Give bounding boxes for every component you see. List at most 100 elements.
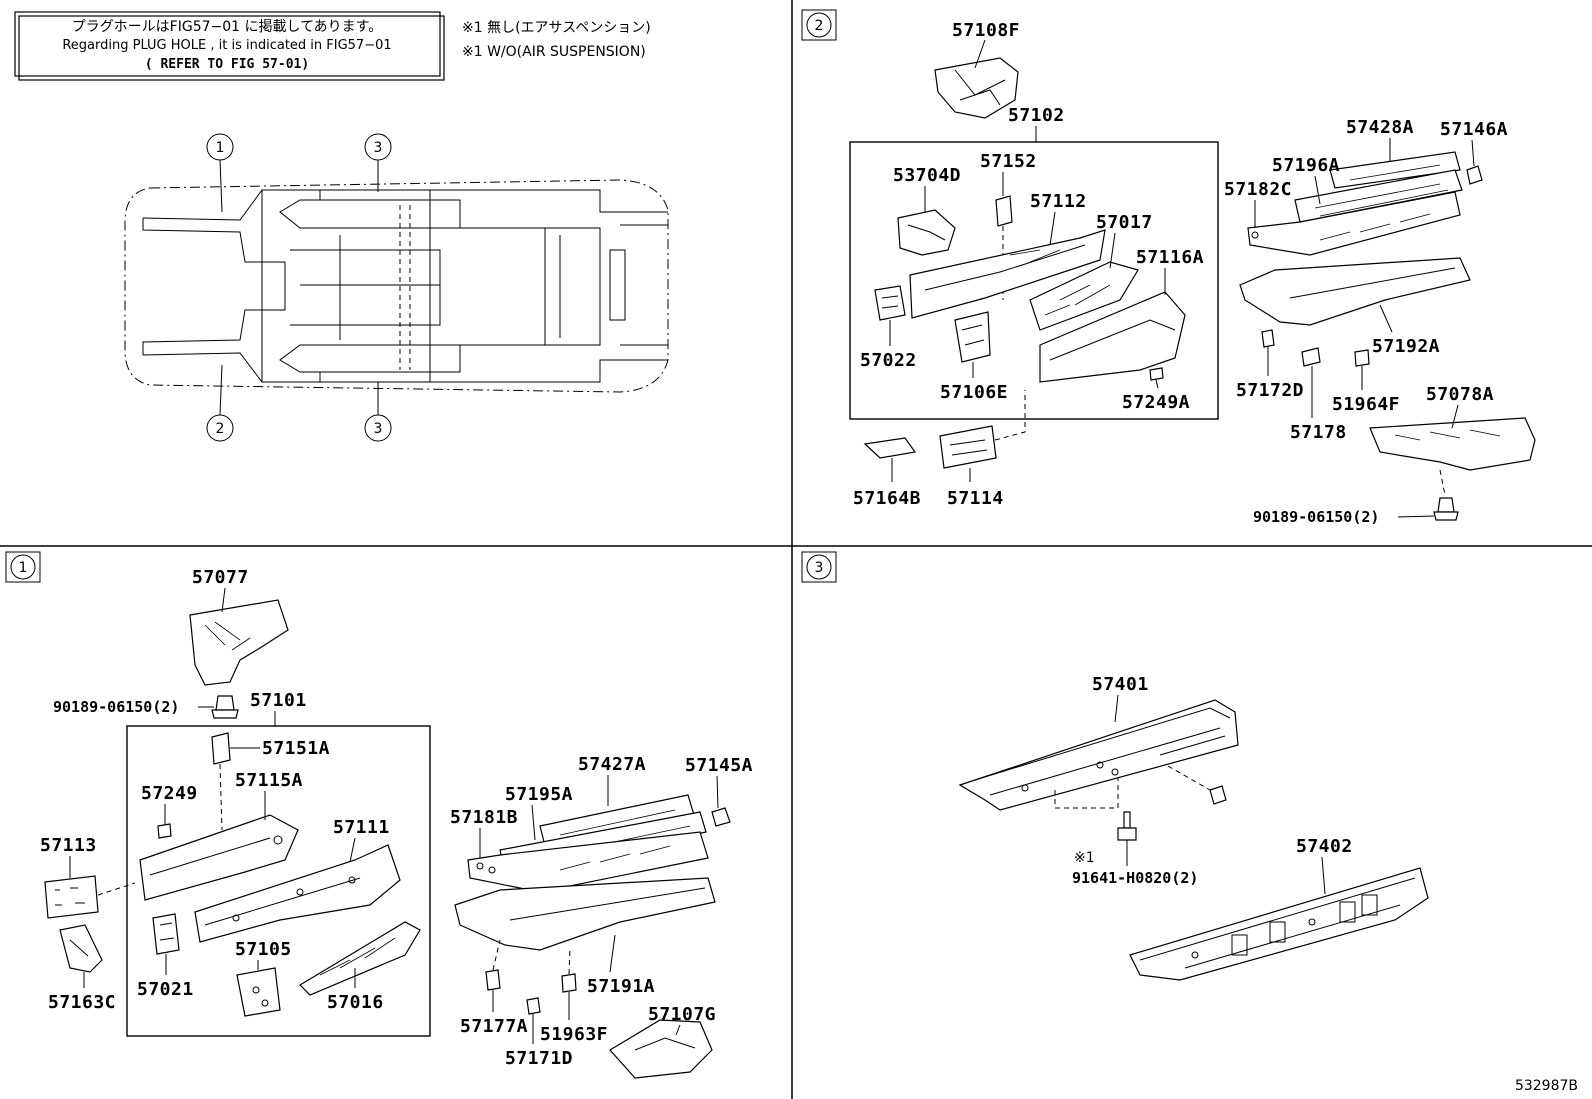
part-57181b-shape [467,831,709,893]
part-57428a: 57428A [1346,117,1414,138]
part-57016: 57016 [327,992,384,1013]
part-57078a: 57078A [1426,384,1494,405]
part-57105-shape [236,967,281,1017]
svg-text:2: 2 [216,421,225,437]
part-57164b: 57164B [853,488,921,509]
part-57145a: 57145A [685,755,753,776]
part-57182c: 57182C [1224,179,1292,200]
svg-text:3: 3 [815,560,824,576]
clip-57401-shape [1209,785,1227,805]
part-57077: 57077 [192,567,249,588]
svg-text:1: 1 [216,140,225,156]
part-57106e: 57106E [940,382,1008,403]
part-57151a: 57151A [262,738,330,759]
part-51963f: 51963F [540,1024,608,1045]
wo-air-suspension-note-jp: ※1 無し(エアサスペンション) [462,20,651,36]
part-57192a: 57192A [1372,336,1440,357]
part-57249: 57249 [141,783,198,804]
part-57017-shape [1029,261,1139,331]
overview-callout-2-bottom: 2 [206,364,234,442]
overview-callout-1-top: 1 [206,133,234,213]
section-2-label: 2 [801,9,837,41]
vehicle-underbody-overview [124,179,669,393]
overview-callout-3-top: 3 [364,133,392,192]
part-57105: 57105 [235,939,292,960]
wo-air-suspension-note-en: ※1 W/O(AIR SUSPENSION) [462,44,646,60]
part-57177a: 57177A [460,1016,528,1037]
part-57017: 57017 [1096,212,1153,233]
part-51963f-shape [561,947,577,993]
part-53704d: 53704D [893,165,961,186]
part-57102: 57102 [1008,105,1065,126]
svg-text:3: 3 [374,421,383,437]
part-57112: 57112 [1030,191,1087,212]
section-1-label: 1 [5,551,41,583]
part-57111-shape [194,844,401,943]
part-57021-shape [152,913,180,955]
part-57111: 57111 [333,817,390,838]
part-57115a-shape [139,814,299,901]
part-57145a-shape [711,807,731,827]
part-57163c-shape [59,924,103,973]
part-57151a-shape [211,732,231,831]
part-57116a-shape [1039,291,1186,383]
part-57196a: 57196A [1272,155,1340,176]
part-57402-shape [1129,867,1429,981]
part-57113: 57113 [40,835,97,856]
part-57164b-shape [863,437,917,459]
part-57195a: 57195A [505,784,573,805]
part-57146a-shape [1466,165,1483,185]
part-57078a-shape [1369,417,1536,496]
plug-hole-note-jp: プラグホールはFIG57−01 に掲載してあります。 [72,19,383,35]
part-57172d: 57172D [1236,380,1304,401]
part-57192a-shape [1239,257,1471,326]
part-57108f-shape [934,57,1019,119]
part-57171d-shape [526,997,541,1015]
part-57428a-shape [1329,151,1461,189]
part-57178-shape [1301,347,1321,367]
bolt-91641-shape [1117,811,1137,841]
part-57191a-shape [454,877,716,951]
part-57146a: 57146A [1440,119,1508,140]
group-57101-box [126,725,431,1037]
bolt-91641: 91641-H0820(2) [1072,869,1198,887]
part-51964f: 51964F [1332,394,1400,415]
clip-90189-section1: 90189-06150(2) [53,698,179,716]
part-57178: 57178 [1290,422,1347,443]
part-57016-shape [299,921,421,996]
part-57177a-shape [485,939,501,991]
part-57106e-shape [954,311,991,363]
part-57108f: 57108F [952,20,1020,41]
part-57172d-shape [1261,329,1275,348]
part-51964f-shape [1354,349,1370,367]
part-57249a-shape [1149,367,1164,381]
overview-callout-3-bottom: 3 [364,382,392,442]
part-57101: 57101 [250,690,307,711]
part-57181b: 57181B [450,807,518,828]
refer-to-fig-note: ( REFER TO FIG 57-01) [145,57,309,72]
svg-text:1: 1 [19,560,28,576]
part-57022: 57022 [860,350,917,371]
part-57249a: 57249A [1122,392,1190,413]
part-57114-shape [939,390,1026,469]
clip-90189-section1-shape [211,695,239,719]
part-57112-shape [909,229,1106,319]
svg-text:2: 2 [815,18,824,34]
part-57077-shape [189,599,289,686]
part-57249-shape [157,823,172,839]
part-57152: 57152 [980,151,1037,172]
part-57171d: 57171D [505,1048,573,1069]
part-57427a: 57427A [578,754,646,775]
section-3-label: 3 [801,551,837,583]
part-53704d-shape [897,209,956,256]
part-57107g-shape [609,1019,713,1079]
part-57401-shape [958,699,1239,811]
note-mark-91641: ※1 [1074,850,1095,866]
part-57116a: 57116A [1136,247,1204,268]
plug-hole-note-en: Regarding PLUG HOLE , it is indicated in… [62,38,391,53]
clip-90189-section2: 90189-06150(2) [1253,508,1379,526]
part-57401: 57401 [1092,674,1149,695]
plug-hole-note-box: プラグホールはFIG57−01 に掲載してあります。 Regarding PLU… [14,11,445,81]
